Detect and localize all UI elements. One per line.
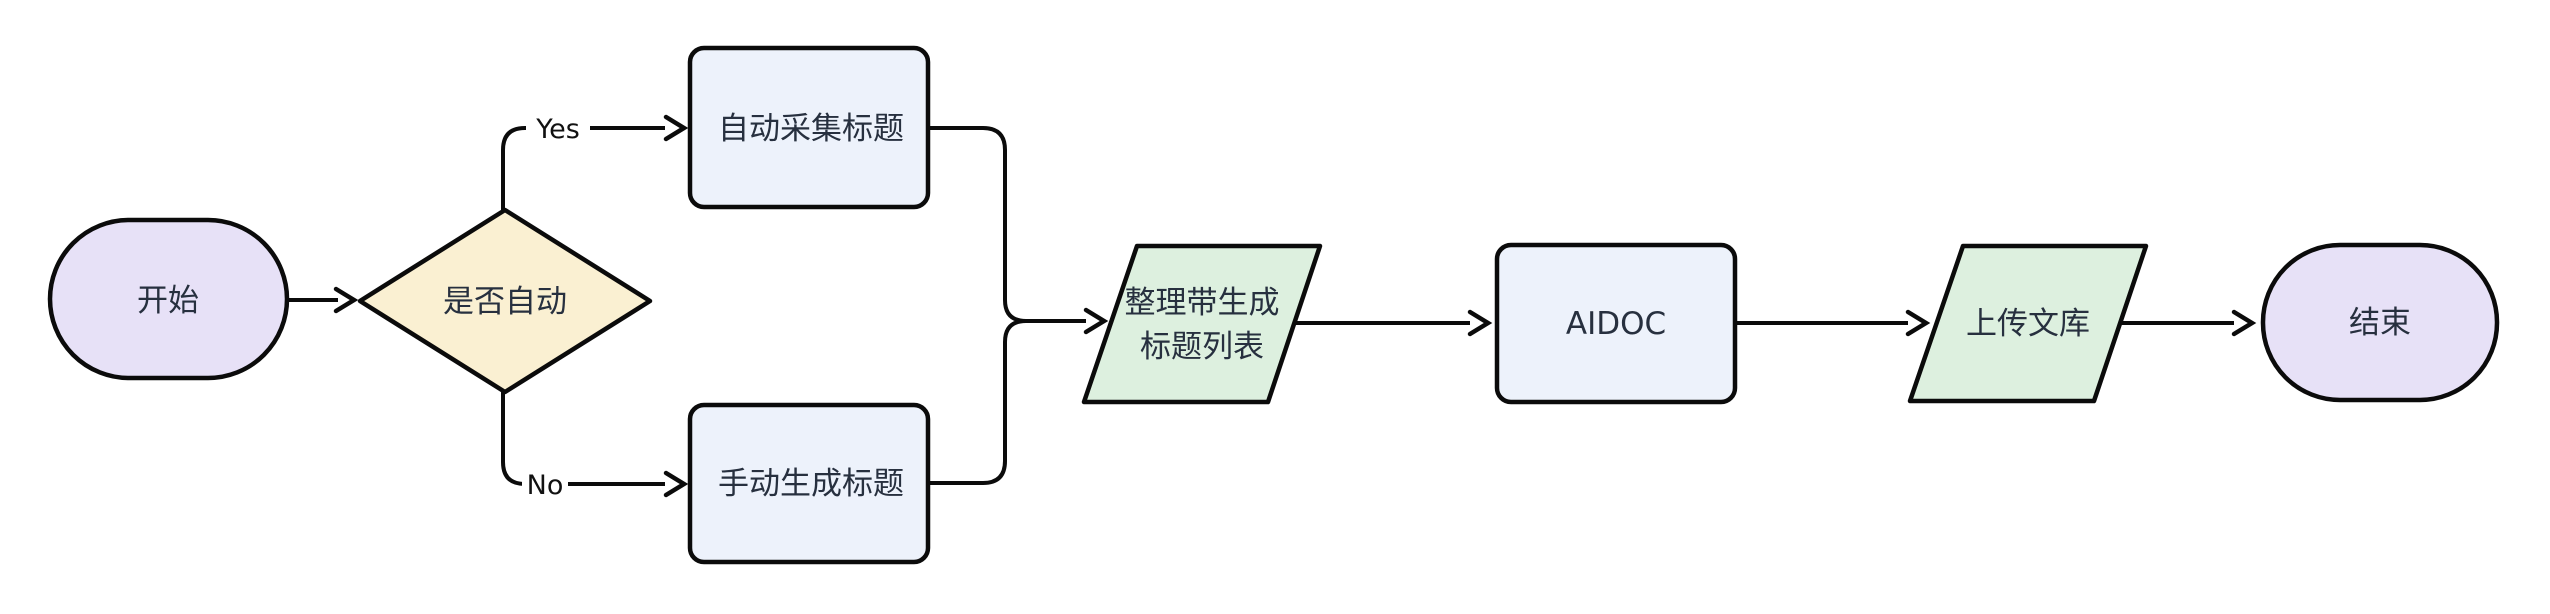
edge-upload-end xyxy=(2120,309,2257,337)
edge-line xyxy=(928,126,1027,323)
node-manual-gen: 手动生成标题 xyxy=(687,402,931,565)
edge-merge-organize xyxy=(1024,307,1109,335)
edge-auto-collect-merge xyxy=(928,126,1027,323)
edge-decision-auto-collect: Yes xyxy=(501,107,689,211)
decision-label: 是否自动 xyxy=(443,284,567,320)
edge-manual-gen-merge xyxy=(928,319,1027,485)
organize-shape xyxy=(1081,243,1323,405)
edge-line xyxy=(501,126,665,211)
node-organize: 整理带生成 标题列表 xyxy=(1081,243,1323,405)
node-decision: 是否自动 xyxy=(357,207,653,395)
arrowhead-icon xyxy=(1467,309,1493,337)
arrowhead-icon xyxy=(333,286,359,314)
organize-label-line2: 标题列表 xyxy=(1140,329,1264,365)
upload-label: 上传文库 xyxy=(1966,306,2090,342)
arrowhead-icon xyxy=(1083,307,1109,335)
edge-label-yes: Yes xyxy=(535,114,580,145)
organize-label-line1: 整理带生成 xyxy=(1125,285,1280,321)
end-label: 结束 xyxy=(2349,305,2411,341)
arrowhead-icon xyxy=(663,114,689,142)
auto-collect-label: 自动采集标题 xyxy=(718,111,904,147)
edge-organize-aidoc xyxy=(1294,309,1493,337)
node-upload: 上传文库 xyxy=(1907,243,2149,404)
node-start: 开始 xyxy=(47,217,290,381)
edge-label-yes-bg xyxy=(526,107,590,149)
edge-decision-manual-gen: No xyxy=(501,391,689,505)
aidoc-label: AIDOC xyxy=(1566,306,1666,342)
node-aidoc: AIDOC xyxy=(1494,242,1738,405)
manual-gen-label: 手动生成标题 xyxy=(718,466,904,502)
start-label: 开始 xyxy=(137,283,199,319)
start-shape xyxy=(47,217,290,381)
node-end: 结束 xyxy=(2260,242,2500,403)
edge-aidoc-upload xyxy=(1735,309,1931,337)
arrowhead-icon xyxy=(663,470,689,498)
end-shape xyxy=(2260,242,2500,403)
manual-gen-shape xyxy=(687,402,931,565)
arrowhead-icon xyxy=(2231,309,2257,337)
upload-shape xyxy=(1907,243,2149,404)
decision-shape xyxy=(357,207,653,395)
edge-start-decision xyxy=(287,286,359,314)
node-auto-collect: 自动采集标题 xyxy=(687,45,931,210)
edge-label-no-bg xyxy=(522,463,568,505)
auto-collect-shape xyxy=(687,45,931,210)
edge-label-no: No xyxy=(527,470,564,501)
edge-line xyxy=(928,319,1027,485)
aidoc-shape xyxy=(1494,242,1738,405)
arrowhead-icon xyxy=(1905,309,1931,337)
